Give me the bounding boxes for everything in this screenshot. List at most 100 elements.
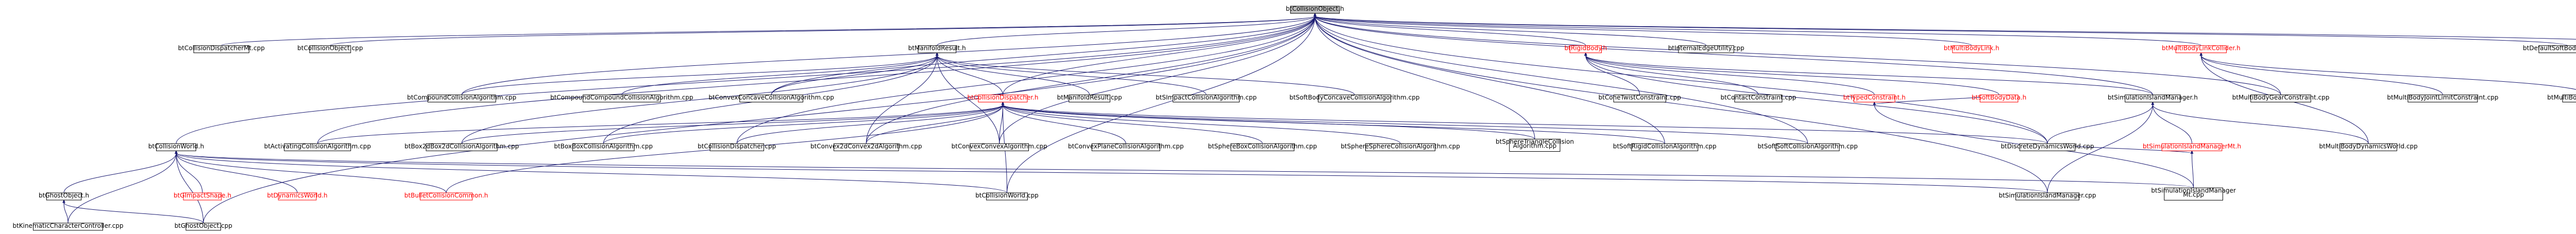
node-activating[interactable]: btActivatingCollisionAlgorithm.cpp: [264, 142, 371, 151]
node-label: btSimulationIslandManager.h: [2108, 94, 2198, 101]
node-jointmotor[interactable]: btMultiBodyJointMotor.cpp: [2547, 94, 2576, 102]
edge-line: [937, 55, 1355, 95]
edge-discrete-to-root: [1313, 12, 2048, 144]
edge-line: [1314, 15, 2048, 193]
node-collworld-h[interactable]: btCollisionWorld.h: [148, 142, 204, 151]
edge-dynworld-h-to-collworld-h: [175, 150, 298, 193]
node-mbdynworld[interactable]: btMultiBodyDynamicsWorld.cpp: [2319, 142, 2418, 151]
node-collworld-cpp[interactable]: btCollisionWorld.cpp: [975, 192, 1039, 201]
node-label: btCollisionDispatcher.h: [968, 94, 1039, 101]
node-softconc-algo[interactable]: btSoftBodyConcaveCollisionAlgorithm.cpp: [1290, 94, 1420, 102]
edge-line: [866, 15, 1315, 144]
node-jointlimit[interactable]: btMultiBodyJointLimitConstraint.cpp: [2387, 94, 2498, 102]
node-ghost-cpp[interactable]: btGhostObject.cpp: [175, 222, 232, 231]
node-label: btMultiBodyLink.h: [1944, 45, 1999, 52]
node-multibodylink-h[interactable]: btMultiBodyLink.h: [1944, 45, 1999, 53]
node-label: btSphereBoxCollisionAlgorithm.cpp: [1208, 142, 1317, 150]
edge-softdata-h-to-rigidbody-h: [1584, 52, 1999, 95]
node-compcomp-algo[interactable]: btCompoundCompoundCollisionAlgorithm.cpp: [550, 94, 693, 102]
node-simisland-mt-h[interactable]: btSimulationIslandManagerMt.h: [2143, 142, 2241, 151]
node-box: [1091, 143, 1160, 151]
edge-arrowhead: [2190, 150, 2194, 154]
edge-line: [461, 104, 1003, 144]
node-ghost-h[interactable]: btGhostObject.h: [39, 192, 89, 201]
node-gear[interactable]: btMultiBodyGearConstraint.cpp: [2232, 94, 2330, 102]
node-softdata-h[interactable]: btSoftBodyData.h: [1972, 94, 2026, 102]
node-label: btContactConstraint.cpp: [1720, 94, 1796, 101]
node-rigidbody-h[interactable]: btRigidBody.h: [1565, 45, 1607, 53]
edge-softrigid-to-coll-dispatcher-h: [1001, 101, 1665, 144]
node-softrigid[interactable]: btSoftRigidCollisionAlgorithm.cpp: [1613, 142, 1717, 151]
node-discrete[interactable]: btDiscreteDynamicsWorld.cpp: [2001, 142, 2094, 151]
node-collobj-cpp[interactable]: btCollisionObject.cpp: [297, 45, 363, 53]
edge-line: [176, 153, 2048, 193]
node-dynworld-h[interactable]: btDynamicsWorld.h: [267, 192, 328, 201]
edge-line: [1314, 15, 2201, 46]
node-convconc-algo[interactable]: btConvexConcaveCollisionAlgorithm.cpp: [708, 94, 834, 102]
node-convconv[interactable]: btConvexConvexAlgorithm.cpp: [952, 142, 1047, 151]
node-gimpact-h[interactable]: btGImpactShape.h: [174, 192, 231, 201]
node-box: [2019, 143, 2076, 151]
edge-arrowhead: [1873, 101, 1876, 105]
node-dispatcher-mt[interactable]: btCollisionDispatcherMt.cpp: [178, 45, 265, 53]
node-simisland-cpp[interactable]: btSimulationIslandManager.cpp: [1998, 192, 2096, 201]
node-box: [427, 95, 496, 102]
node-coll-dispatcher-cpp[interactable]: btCollisionDispatcher.cpp: [698, 142, 776, 151]
node-kinematic[interactable]: btKinematicCharacterController.cpp: [12, 222, 124, 231]
edge-line: [176, 15, 1315, 144]
edge-line: [1003, 104, 1808, 144]
node-spheresphere[interactable]: btSphereSphereCollisionAlgorithm.cpp: [1341, 142, 1460, 151]
node-manifold-cpp[interactable]: btManifoldResult.cpp: [1057, 94, 1122, 102]
node-boxbox[interactable]: btBoxBoxCollisionAlgorithm.cpp: [554, 142, 653, 151]
node-convplane[interactable]: btConvexPlaneCollisionAlgorithm.cpp: [1068, 142, 1184, 151]
node-simisland-h[interactable]: btSimulationIslandManager.h: [2108, 94, 2198, 102]
node-compound-algo[interactable]: btCompoundCollisionAlgorithm.cpp: [407, 94, 516, 102]
node-sim-algo[interactable]: btSImpactCollisionAlgorithm.cpp: [1156, 94, 1257, 102]
node-bullet-common-h[interactable]: btBulletCollisionCommon.h: [404, 192, 488, 201]
node-mbjlc-h[interactable]: btMultiBodyLinkCollider.h: [2162, 45, 2241, 53]
node-label: btSoftBodyConcaveCollisionAlgorithm.cpp: [1290, 94, 1420, 101]
node-label: btMultiBodyDynamicsWorld.cpp: [2319, 142, 2417, 150]
node-defaultsoft[interactable]: btDefaultSoftBodySolver.cpp: [2523, 45, 2576, 53]
node-softsoft[interactable]: btSoftSoftCollisionAlgorithm.cpp: [1758, 142, 1858, 151]
node-box: [709, 143, 764, 151]
edge-line: [176, 153, 298, 193]
node-label: btSoftRigidCollisionAlgorithm.cpp: [1613, 142, 1717, 150]
edge-activating-to-root: [317, 12, 1317, 144]
edge-collworld-h-to-root: [176, 12, 1317, 144]
node-internaledge[interactable]: btInternalEdgeUtility.cpp: [1668, 45, 1744, 53]
edge-line: [1003, 104, 1263, 144]
edge-activating-to-coll-dispatcher-h: [317, 101, 1005, 144]
edge-line: [866, 55, 938, 144]
edge-line: [771, 55, 938, 95]
node-box: [1230, 143, 1295, 151]
node-coll-dispatcher-h[interactable]: btCollisionDispatcher.h: [968, 94, 1039, 102]
edge-line: [1003, 104, 2048, 144]
edge-line: [1585, 55, 2153, 95]
node-typed-h[interactable]: btTypedConstraint.h: [1843, 94, 1906, 102]
node-label: btConvexConcaveCollisionAlgorithm.cpp: [708, 94, 834, 101]
node-label: btActivatingCollisionAlgorithm.cpp: [264, 142, 371, 150]
node-box2d[interactable]: btBox2dBox2dCollisionAlgorithm.cpp: [404, 142, 519, 151]
node-conetwist[interactable]: btConeTwistConstraint.cpp: [1599, 94, 1681, 102]
edge-manifold-h-to-root: [937, 12, 1317, 46]
node-box: [2538, 45, 2576, 53]
edge-line: [63, 202, 204, 224]
node-contact[interactable]: btContactConstraint.cpp: [1720, 94, 1796, 102]
node-spherebox[interactable]: btSphereBoxCollisionAlgorithm.cpp: [1208, 142, 1317, 151]
node-conv2dconv2d[interactable]: btConvex2dConvex2dAlgorithm.cpp: [810, 142, 922, 151]
edge-line: [2047, 104, 2153, 193]
node-box: [1979, 95, 2019, 102]
edge-compound-algo-to-manifold-h: [461, 52, 939, 95]
node-box: [1631, 143, 1699, 151]
edge-line: [461, 55, 938, 144]
node-manifold-h[interactable]: btManifoldResult.h: [908, 45, 966, 53]
edge-ghost-h-to-collworld-h: [63, 150, 178, 193]
node-box: [1775, 143, 1840, 151]
edge-line: [1585, 55, 2048, 144]
edges-layer: [62, 12, 2576, 224]
node-box: [284, 143, 351, 151]
node-label: btInternalEdgeUtility.cpp: [1668, 45, 1744, 52]
